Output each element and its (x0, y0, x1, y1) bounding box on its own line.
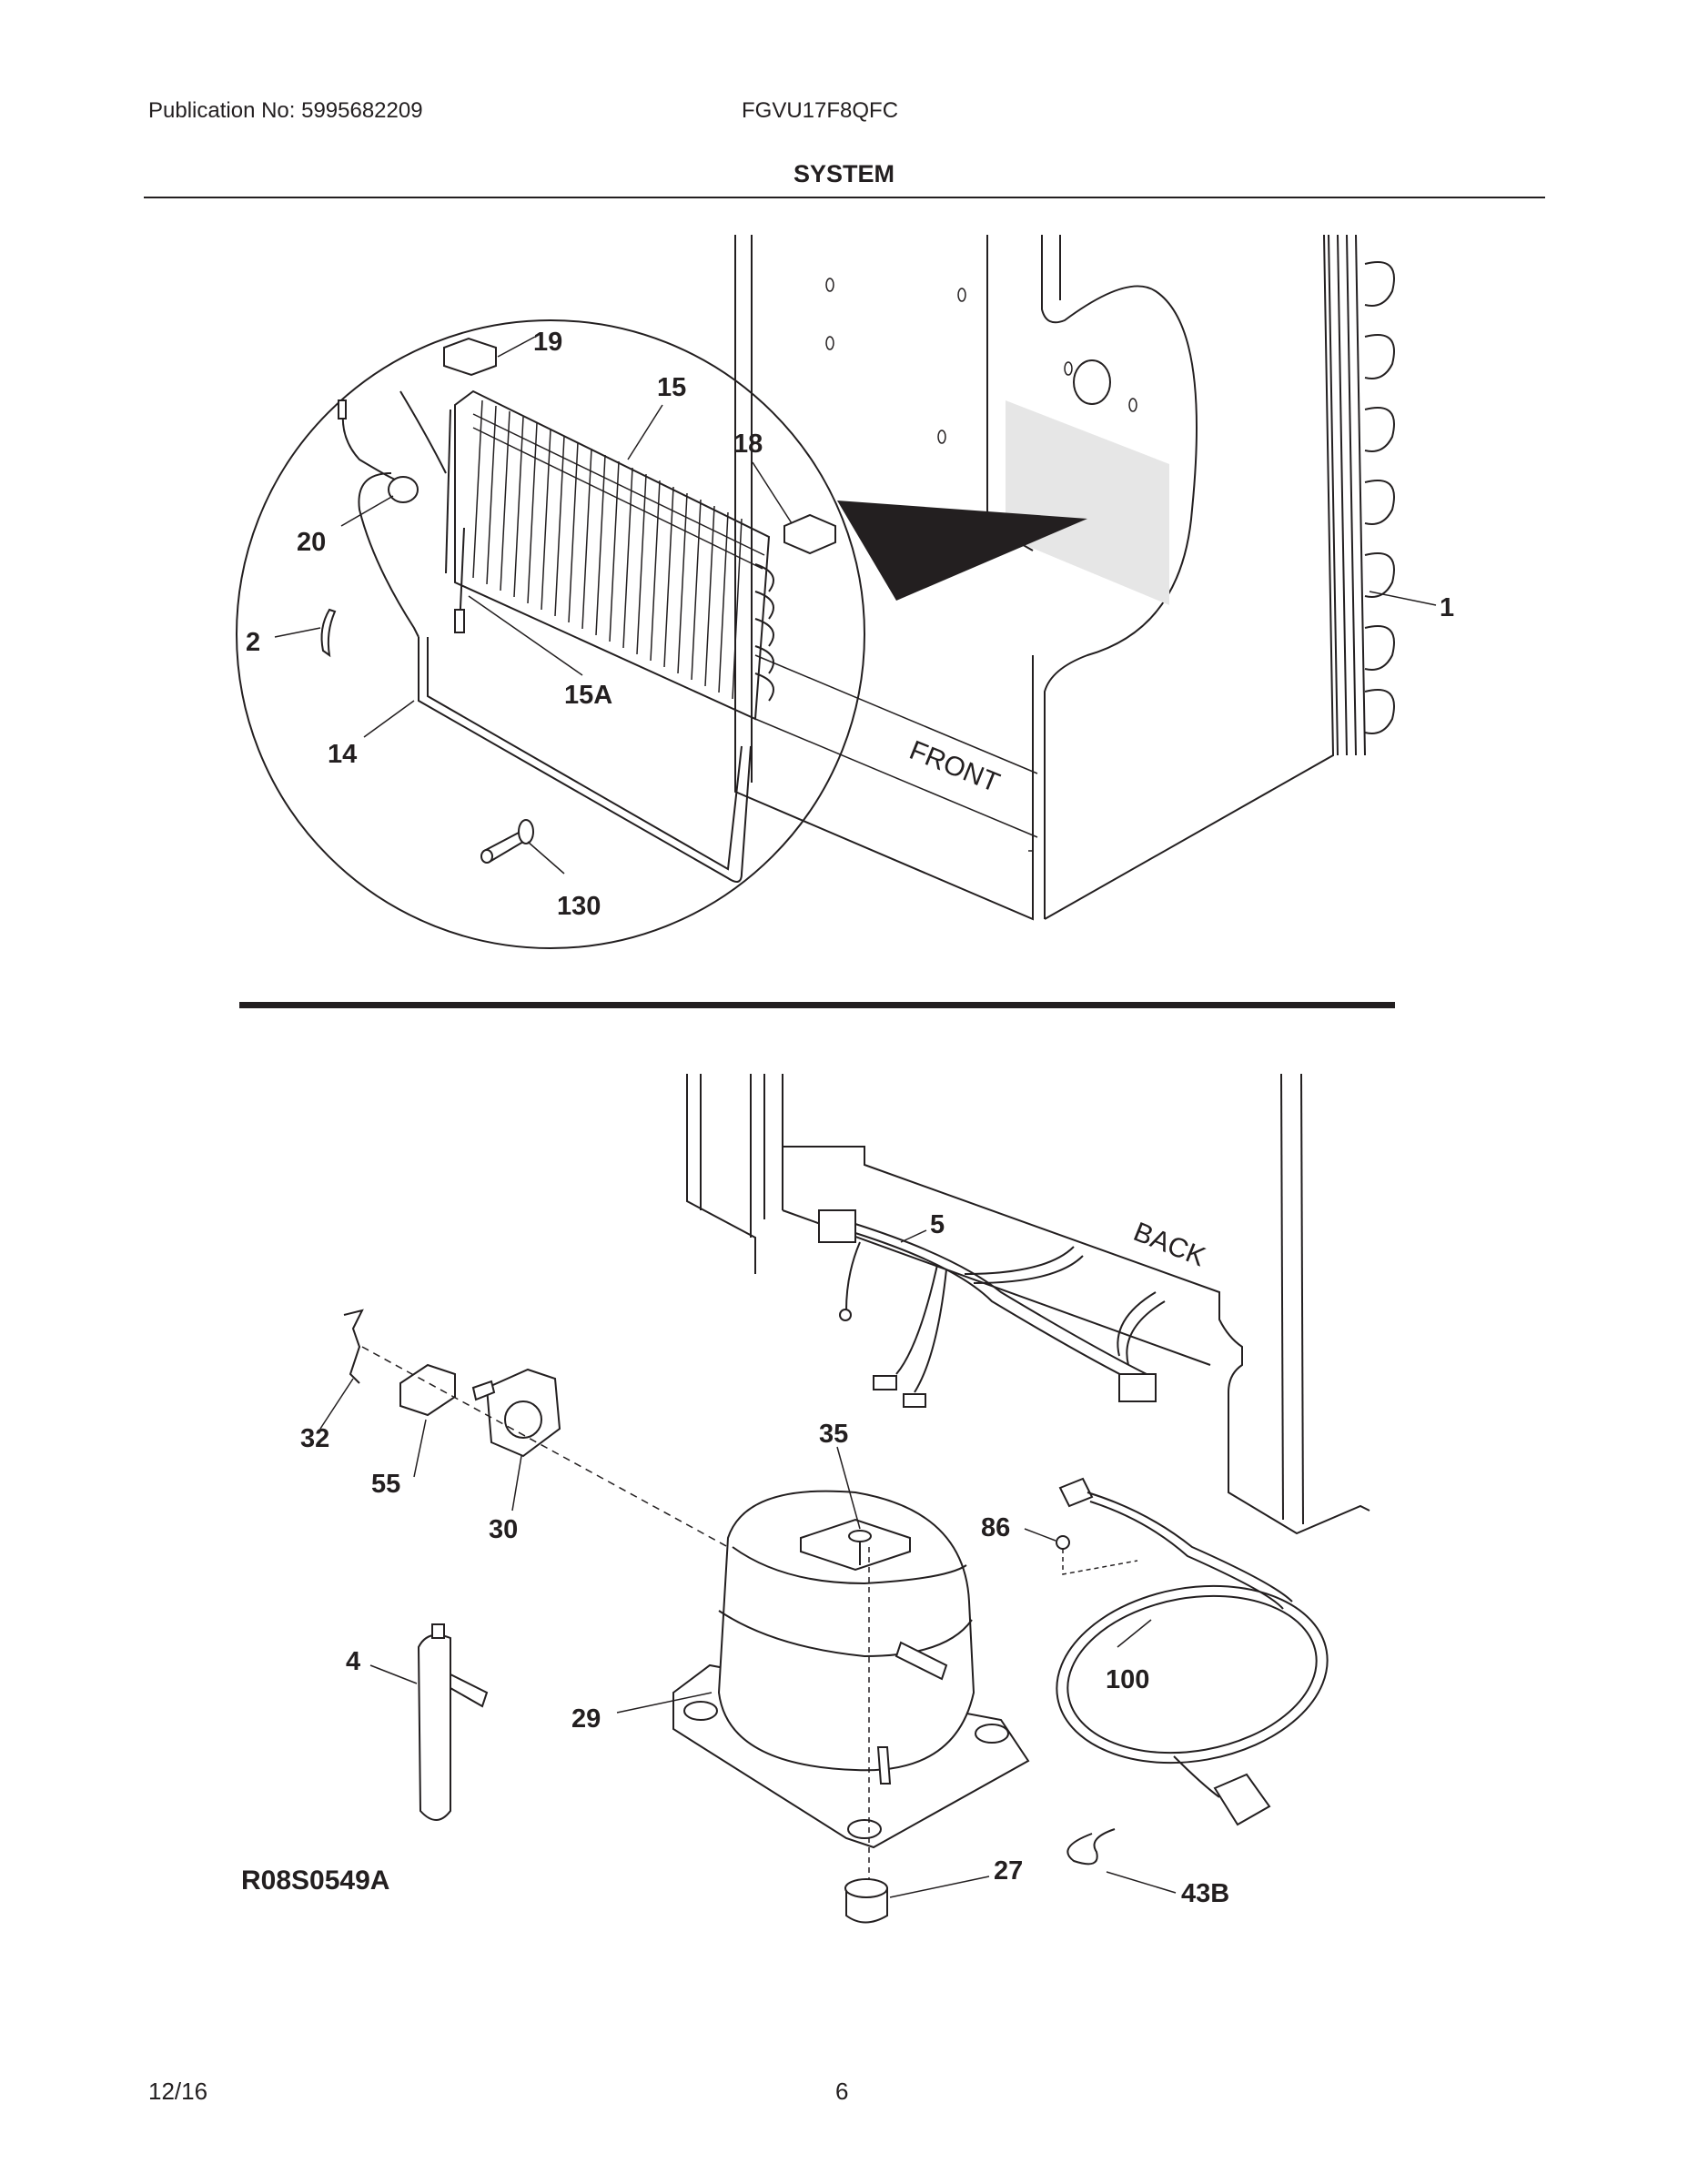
part-2-clip (320, 608, 337, 658)
callout-35: 35 (819, 1420, 848, 1449)
view-divider (239, 1002, 1395, 1008)
callout-20: 20 (297, 528, 326, 557)
callout-14: 14 (328, 740, 357, 769)
part-14-tube (418, 637, 752, 883)
condenser-coil (1328, 234, 1395, 756)
callout-1: 1 (1440, 593, 1454, 622)
part-19-block (443, 337, 497, 377)
part-30-overload (471, 1368, 561, 1458)
part-29-compressor (672, 1490, 1030, 1893)
callout-2: 2 (246, 628, 260, 657)
part-86-screw (1056, 1535, 1138, 1575)
part-27-grommet (844, 1878, 888, 1924)
callout-32: 32 (300, 1424, 329, 1453)
part-20-sensor (338, 390, 447, 638)
callout-4: 4 (346, 1647, 360, 1676)
part-18-block (783, 513, 836, 555)
page-number: 6 (835, 2078, 849, 2105)
callout-29: 29 (571, 1704, 601, 1734)
upper-callouts: 19 15 18 20 2 15A 14 130 1 (246, 328, 1454, 921)
cabinet-lower: BACK (686, 1073, 1370, 1535)
callout-15a: 15A (564, 681, 612, 710)
callout-27: 27 (994, 1856, 1023, 1886)
part-100-power-cord (1056, 1477, 1329, 1826)
header-rule (144, 197, 1545, 198)
callout-130: 130 (557, 892, 601, 921)
part-4-drier (417, 1623, 489, 1821)
callout-5: 5 (930, 1210, 945, 1239)
part-43b-clip (1066, 1828, 1116, 1866)
evaporator (445, 389, 774, 721)
part-130-pin (480, 819, 534, 864)
part-32-clip (343, 1309, 364, 1384)
callout-43b: 43B (1181, 1879, 1229, 1908)
publication-number: Publication No: 5995682209 (148, 98, 423, 123)
callout-100: 100 (1106, 1665, 1149, 1694)
callout-19: 19 (533, 328, 562, 357)
callout-55: 55 (371, 1470, 400, 1499)
section-title: SYSTEM (793, 160, 895, 187)
cabinet-upper: FRONT (734, 234, 1335, 921)
lower-callouts: 5 32 55 30 35 86 4 29 100 27 43B (300, 1210, 1229, 1908)
model-number: FGVU17F8QFC (742, 98, 899, 123)
callout-15: 15 (657, 373, 686, 402)
callout-86: 86 (981, 1513, 1010, 1542)
diagram-id: R08S0549A (241, 1866, 390, 1896)
callout-18: 18 (733, 430, 763, 459)
callout-30: 30 (489, 1515, 518, 1544)
part-5-harness (818, 1209, 1166, 1408)
footer-date: 12/16 (148, 2078, 208, 2105)
detail-magnifier (236, 319, 865, 949)
front-label: FRONT (905, 735, 1004, 798)
